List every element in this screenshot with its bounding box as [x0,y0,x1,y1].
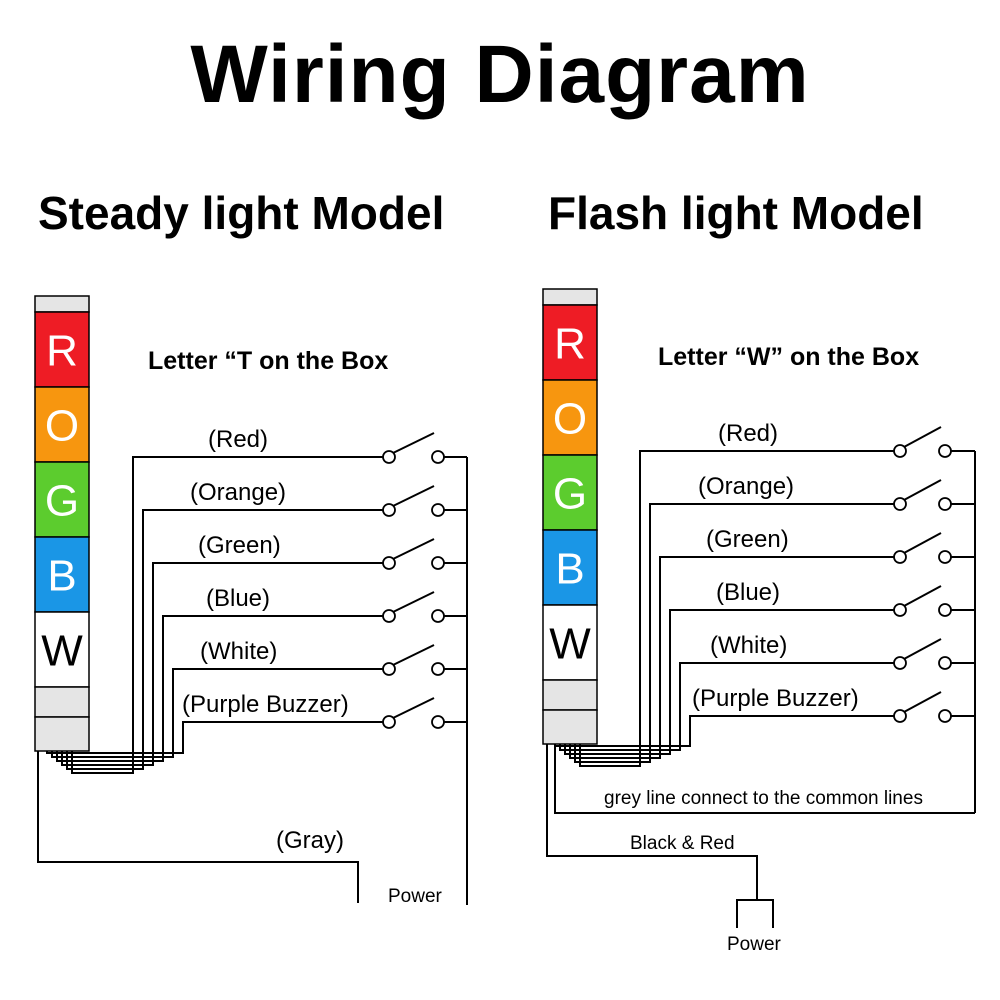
grey-common-note: grey line connect to the common lines [604,788,923,809]
switch-contact-left [382,609,396,623]
wire-orange [66,509,389,770]
switch-contact-right [431,450,445,464]
power-terminal [736,899,774,928]
grey-common-wire [554,744,975,814]
switch-contact-left [893,497,907,511]
switch-contact-right [938,709,952,723]
switch-contact-left [893,444,907,458]
power-wire [546,744,758,900]
wire-purple-buzzer [46,721,389,754]
page-title: Wiring Diagram [190,29,810,120]
tower-base-upper [542,679,598,711]
switch-contact-left [382,450,396,464]
switch-contact-right [938,603,952,617]
wire-orange [574,503,900,763]
switch-contact-left [382,715,396,729]
switch-contact-left [893,656,907,670]
switch-contact-left [382,662,396,676]
wire-label-purple-buzzer: (Purple Buzzer) [692,685,859,712]
tower-letter-red: R [554,320,586,369]
switch-contact-right [431,662,445,676]
tower-cap [542,288,598,306]
switch-contact-right [431,715,445,729]
tower-letter-white: W [41,627,83,676]
tower-cap [34,295,90,313]
switch-lever [392,697,435,719]
switch-lever [903,479,942,501]
common-gray-wire [37,751,359,903]
wire-label-green: (Green) [198,532,281,559]
wire-white [559,662,900,751]
tower-letter-white: W [549,620,591,669]
switch-contact-right [431,556,445,570]
tower-letter-green: G [553,470,587,519]
tower-base-lower [542,709,598,745]
wire-purple-buzzer [554,715,900,747]
wire-label-orange: (Orange) [190,479,286,506]
switch-contact-left [382,556,396,570]
tower-letter-orange: O [553,395,587,444]
wire-label-purple-buzzer: (Purple Buzzer) [182,691,349,718]
switch-lever [903,585,942,607]
switch-lever [903,426,942,448]
switch-contact-left [893,709,907,723]
tower-letter-blue: B [47,552,76,601]
tower-segment-red [34,311,90,388]
switch-lever [903,691,942,713]
tower-base-lower [34,716,90,752]
wire-label-white: (White) [200,638,277,665]
tower-segment-blue [542,529,598,606]
wire-label-orange: (Orange) [698,473,794,500]
switch-lever [392,538,435,560]
tower-letter-orange: O [45,402,79,451]
wire-white [51,668,389,758]
switch-lever [903,638,942,660]
wire-label-red: (Red) [208,426,268,453]
switch-contact-right [938,444,952,458]
switch-contact-right [938,497,952,511]
tower-letter-blue: B [555,545,584,594]
wire-label-red: (Red) [718,420,778,447]
wire-label-blue: (Blue) [716,579,780,606]
switch-lever [392,432,435,454]
power-label: Power [388,886,443,907]
switch-lever [903,532,942,554]
switch-contact-right [938,656,952,670]
switch-contact-right [431,503,445,517]
common-gray-label: (Gray) [276,827,344,854]
switch-lever [392,485,435,507]
tower-letter-green: G [45,477,79,526]
box-letter-note: Letter “T on the Box [148,347,388,375]
wire-label-green: (Green) [706,526,789,553]
tower-segment-red [542,304,598,381]
steady-model-title: Steady light Model [38,187,445,239]
switch-lever [392,644,435,666]
power-label: Power [727,934,782,955]
tower-letter-red: R [46,327,78,376]
switch-contact-left [893,550,907,564]
wire-label-blue: (Blue) [206,585,270,612]
tower-segment-white [542,604,598,681]
flash-model-title: Flash light Model [548,187,924,239]
box-letter-note: Letter “W” on the Box [658,343,919,371]
switch-contact-right [431,609,445,623]
tower-base-upper [34,686,90,718]
power-wire-label: Black & Red [630,833,735,854]
wire-label-white: (White) [710,632,787,659]
switch-contact-right [938,550,952,564]
switch-lever [392,591,435,613]
switch-contact-left [893,603,907,617]
switch-contact-left [382,503,396,517]
